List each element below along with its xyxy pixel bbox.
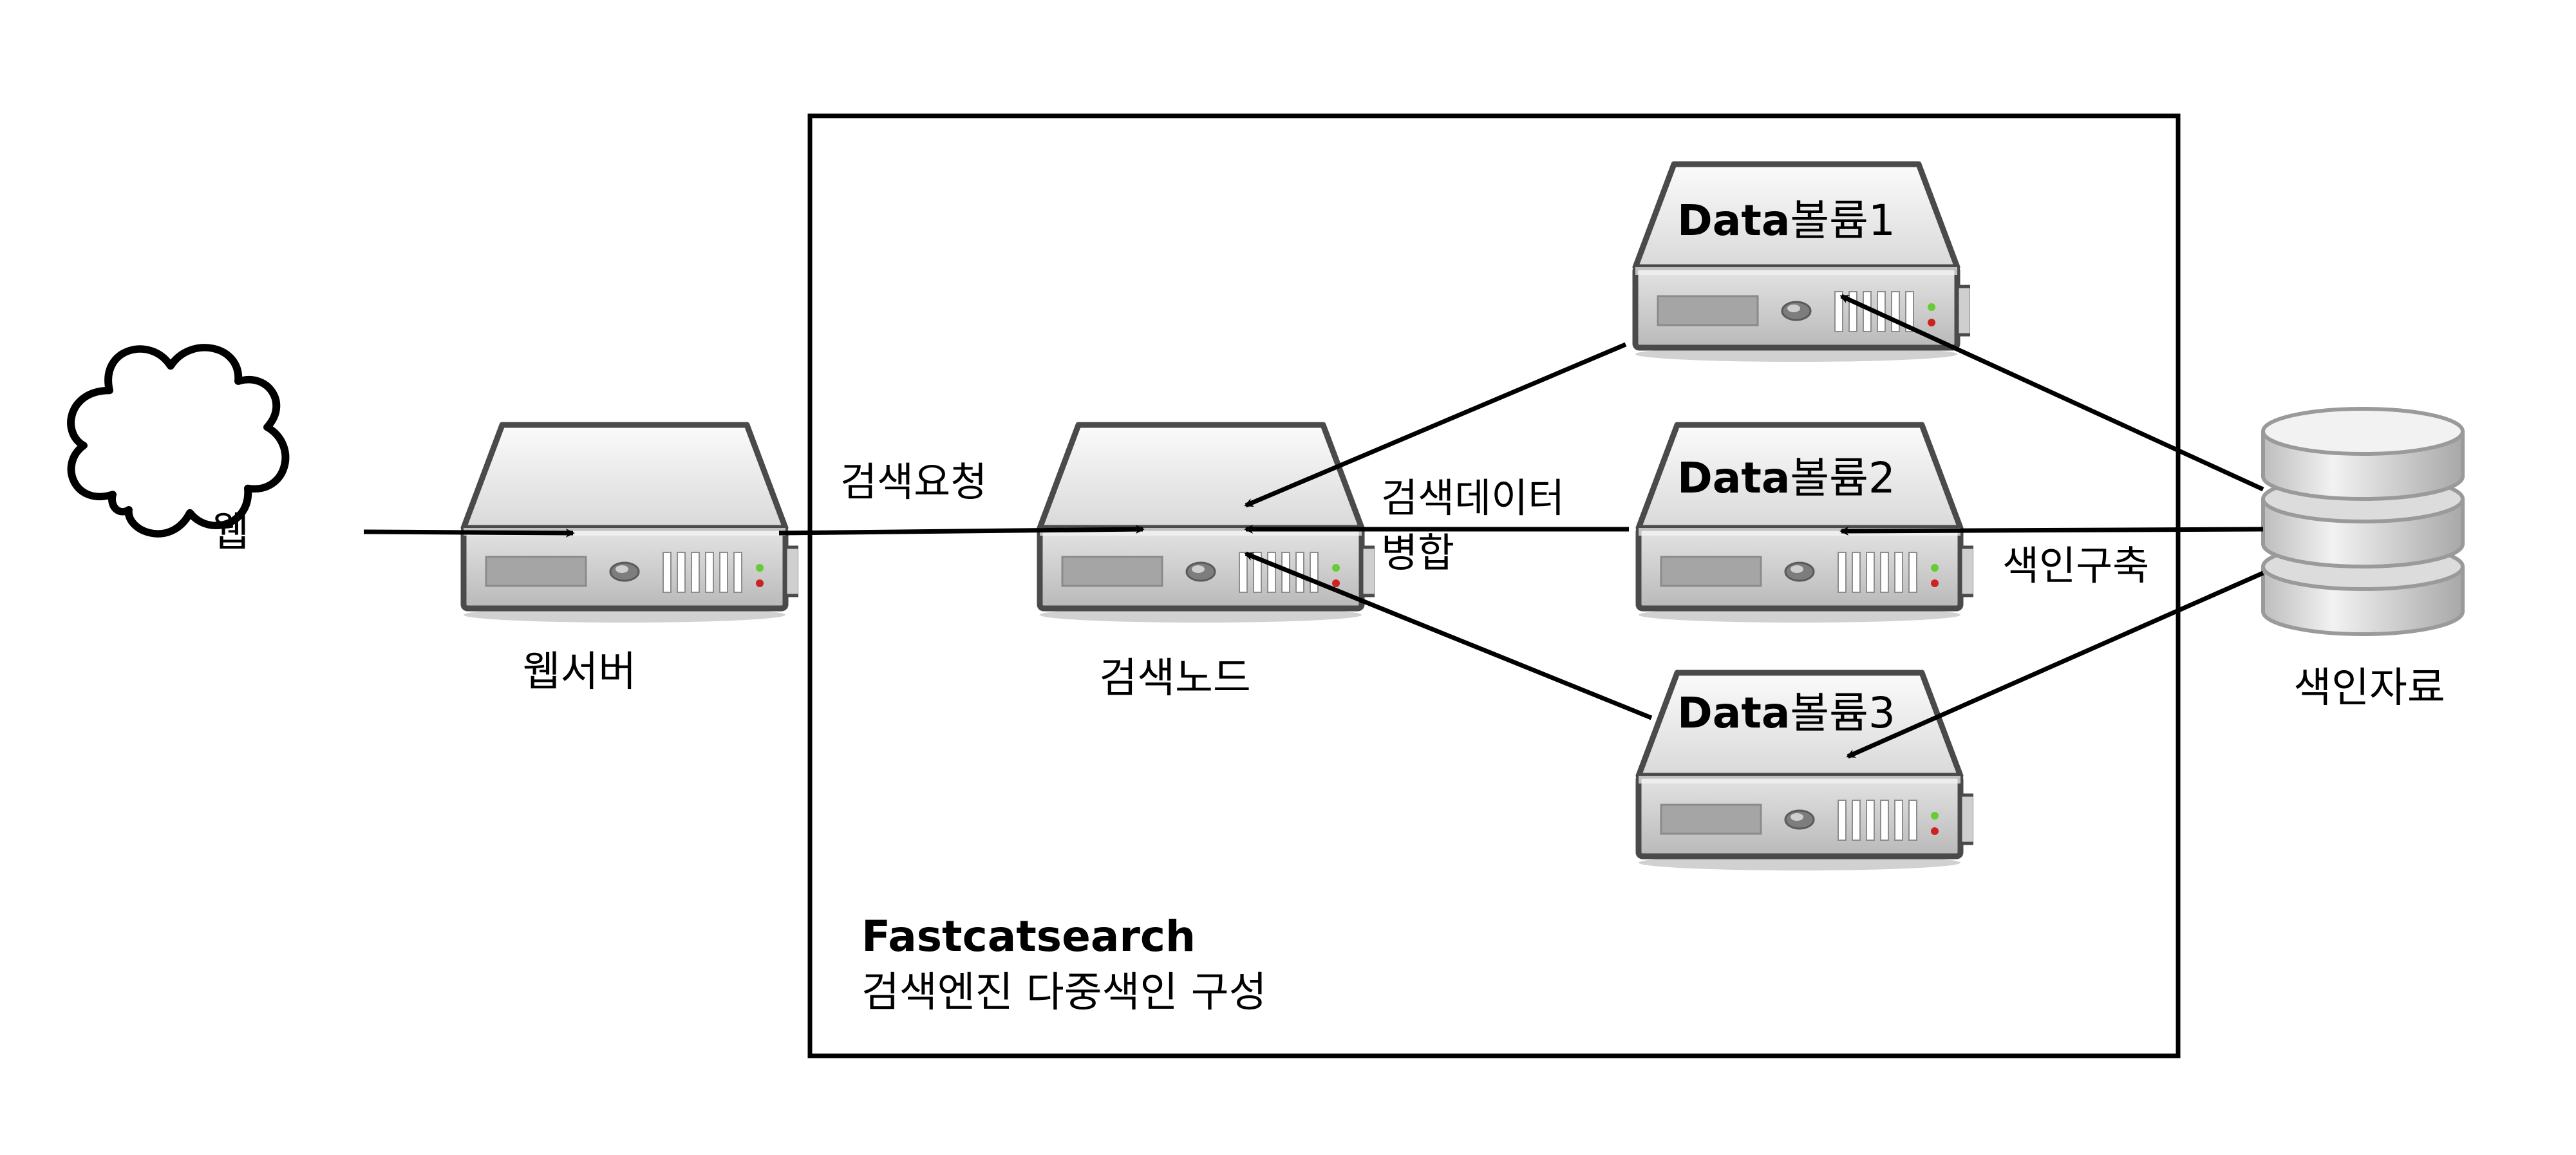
- volume3-to-searchnode-arrow: [1244, 551, 1653, 720]
- search-request-label: 검색요청: [840, 458, 987, 505]
- fastcatsearch-box: [807, 113, 2181, 1058]
- merge-label-line2: 병합: [1381, 529, 1454, 576]
- web-to-webserver-arrow: [363, 528, 575, 538]
- box-title: Fastcatsearch: [861, 912, 1196, 961]
- web-server-icon: [464, 425, 800, 623]
- webserver-to-searchnode-arrow: [778, 525, 1145, 536]
- cloud-icon: [67, 344, 290, 538]
- db-to-volume3-arrow: [1846, 570, 2264, 759]
- index-build-label: 색인구축: [2002, 542, 2149, 589]
- db-to-volume2-arrow: [1839, 526, 2264, 536]
- web-label: 웹: [212, 509, 250, 556]
- merge-label-line1: 검색데이터: [1381, 474, 1565, 521]
- data-volume1-label: Data볼륨1: [1677, 196, 1895, 245]
- search-node-label: 검색노드: [1099, 655, 1251, 702]
- box-subtitle: 검색엔진 다중색인 구성: [861, 969, 1267, 1017]
- database-icon: [2261, 407, 2465, 636]
- data-volume2-label: Data볼륨2: [1677, 453, 1895, 503]
- data-volume3-label: Data볼륨3: [1677, 688, 1895, 738]
- web-server-label: 웹서버: [523, 648, 637, 696]
- volume1-to-searchnode-arrow: [1244, 342, 1627, 508]
- search-node-server-icon: [1040, 425, 1376, 623]
- index-data-label: 색인자료: [2293, 664, 2445, 712]
- db-to-volume1-arrow: [1839, 294, 2264, 492]
